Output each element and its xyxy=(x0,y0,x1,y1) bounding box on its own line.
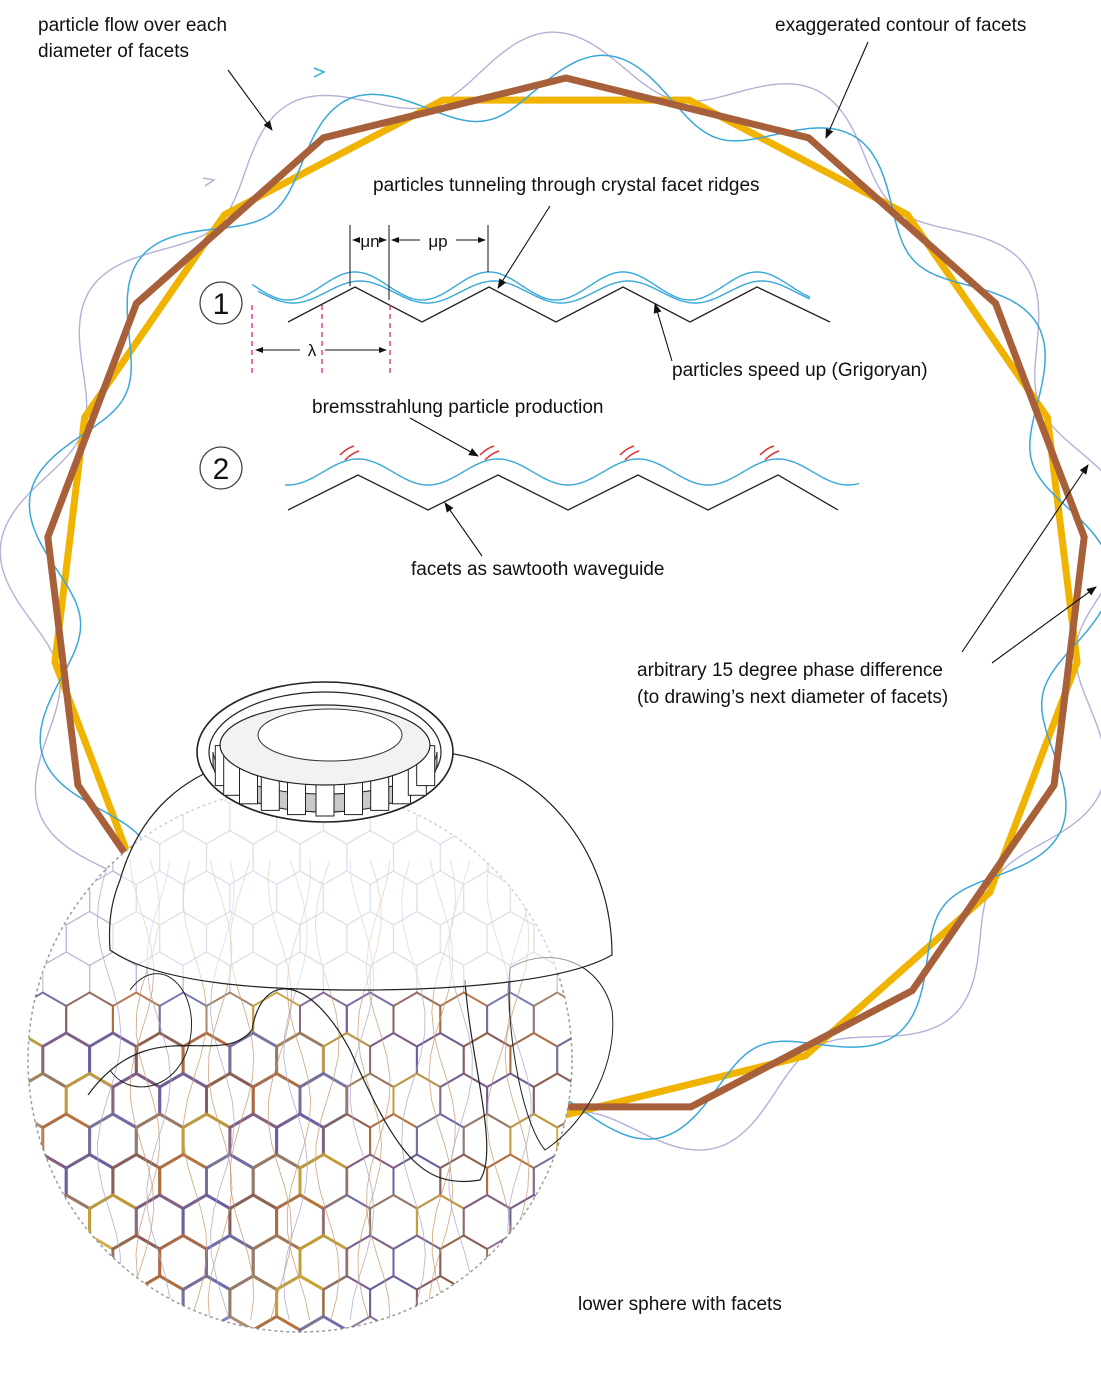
sawtooth-arrow xyxy=(445,503,482,556)
lower-sphere xyxy=(0,682,613,1371)
label-phase-difference-2: (to drawing’s next diameter of facets) xyxy=(637,687,948,708)
detail-1-number: 1 xyxy=(213,288,230,321)
label-lower-sphere: lower sphere with facets xyxy=(578,1294,782,1315)
detail-2-sawtooth xyxy=(288,475,838,510)
flow-direction-arrow xyxy=(314,68,324,77)
label-particle-flow: particle flow over each xyxy=(38,15,227,36)
label-particle-flow-2: diameter of facets xyxy=(38,41,189,62)
faint-flow-direction-arrow xyxy=(203,178,214,186)
detail-2-number: 2 xyxy=(213,453,230,486)
mu-p-label: μp xyxy=(428,232,447,251)
detail-1-sawtooth xyxy=(288,287,830,322)
lambda-label: λ xyxy=(308,341,317,360)
particle-flow-arrow xyxy=(228,70,272,130)
mu-n-label: μn xyxy=(360,232,379,251)
detail-2: 2 xyxy=(200,446,859,510)
label-speed-up: particles speed up (Grigoryan) xyxy=(672,360,928,381)
contour-arrow xyxy=(826,42,868,138)
bremsstrahlung-marks xyxy=(340,446,779,460)
phase-arrow-brown xyxy=(992,587,1096,663)
tunneling-arrow xyxy=(498,206,550,288)
label-tunneling: particles tunneling through crystal face… xyxy=(373,175,760,196)
label-exaggerated-contour: exaggerated contour of facets xyxy=(775,15,1026,36)
label-sawtooth: facets as sawtooth waveguide xyxy=(411,559,665,580)
speed-up-arrow xyxy=(655,304,672,361)
label-phase-difference: arbitrary 15 degree phase difference xyxy=(637,660,943,681)
detail-1-wave-a xyxy=(252,272,810,300)
detail-1: 1 λ μn μp xyxy=(200,225,830,376)
bremsstrahlung-arrow xyxy=(410,418,478,456)
label-bremsstrahlung: bremsstrahlung particle production xyxy=(312,397,604,418)
